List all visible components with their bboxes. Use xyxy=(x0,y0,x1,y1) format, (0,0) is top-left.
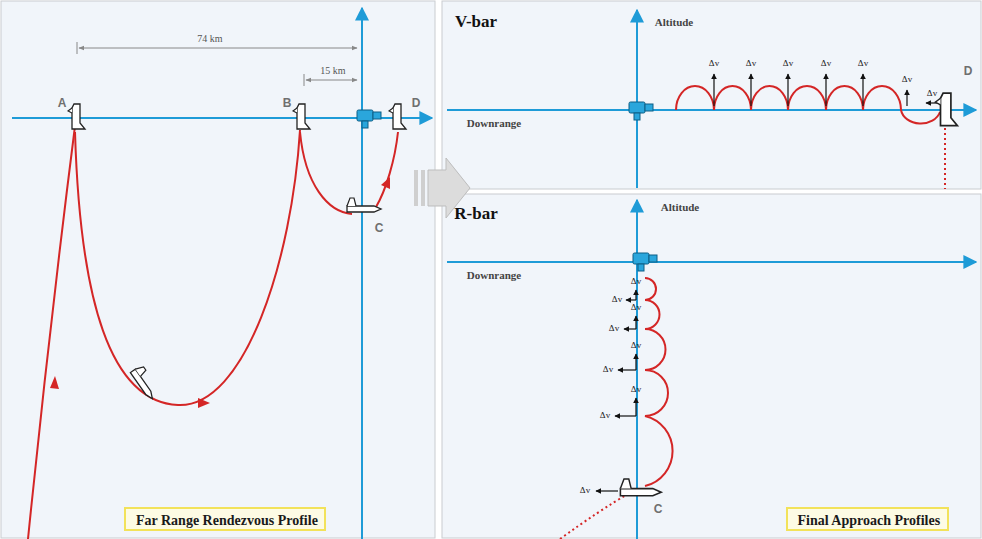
delta-v: Δv xyxy=(631,341,641,351)
delta-v: Δv xyxy=(783,59,793,69)
dimension-lines xyxy=(77,42,357,86)
point-label: A xyxy=(58,97,67,110)
vbar-altitude-axis xyxy=(636,10,638,188)
rbar-approach-dotted xyxy=(560,494,628,539)
delta-v: Δv xyxy=(600,411,610,421)
vbar-spacecraft xyxy=(629,93,957,126)
panel-title: R-bar xyxy=(454,205,497,224)
delta-v: Δv xyxy=(631,385,641,395)
panel-title: V-bar xyxy=(455,13,497,32)
delta-v: Δv xyxy=(580,486,590,496)
point-label: B xyxy=(283,97,292,110)
delta-v: Δv xyxy=(821,59,831,69)
vbar-approach-dotted xyxy=(944,128,946,189)
rbar-panel xyxy=(442,194,981,538)
far-range-panel xyxy=(1,1,435,538)
caption-text: Far Range Rendezvous Profile xyxy=(136,513,314,529)
rbar-downrange-axis xyxy=(447,261,976,263)
delta-v: Δv xyxy=(746,59,756,69)
trajectory-arrowheads xyxy=(50,177,390,408)
dimension: 74 km xyxy=(197,33,222,44)
delta-v: Δv xyxy=(631,303,641,313)
rbar-dv-arrows xyxy=(596,290,636,491)
dimension: 15 km xyxy=(320,65,345,76)
rbar-hops xyxy=(645,278,673,486)
delta-v: Δv xyxy=(927,89,937,99)
vbar-panel xyxy=(442,1,981,189)
vbar-downrange-axis xyxy=(447,109,976,111)
point-label: C xyxy=(654,503,663,516)
spacecraft-icons xyxy=(68,104,406,400)
point-label: C xyxy=(375,222,384,235)
delta-v: Δv xyxy=(603,365,613,375)
caption-box: Final Approach Profiles xyxy=(786,507,949,531)
delta-v: Δv xyxy=(709,59,719,69)
axis-label: Downrange xyxy=(467,117,521,129)
delta-v: Δv xyxy=(609,324,619,334)
axis-label: Altitude xyxy=(655,16,694,28)
delta-v: Δv xyxy=(631,277,641,287)
caption-text: Final Approach Profiles xyxy=(798,513,937,529)
vbar-hops xyxy=(676,86,940,124)
delta-v: Δv xyxy=(858,59,868,69)
axis-label: Altitude xyxy=(661,201,700,213)
delta-v: Δv xyxy=(902,75,912,85)
axis-label: Downrange xyxy=(467,269,521,281)
altitude-axis xyxy=(361,8,363,539)
caption-box: Far Range Rendezvous Profile xyxy=(124,507,326,531)
rbar-spacecraft xyxy=(620,253,661,496)
far-range-trajectory xyxy=(28,126,398,539)
point-label: D xyxy=(964,65,973,78)
point-label: D xyxy=(412,97,421,110)
vbar-dv-arrows xyxy=(714,74,940,106)
delta-v: Δv xyxy=(612,295,622,305)
